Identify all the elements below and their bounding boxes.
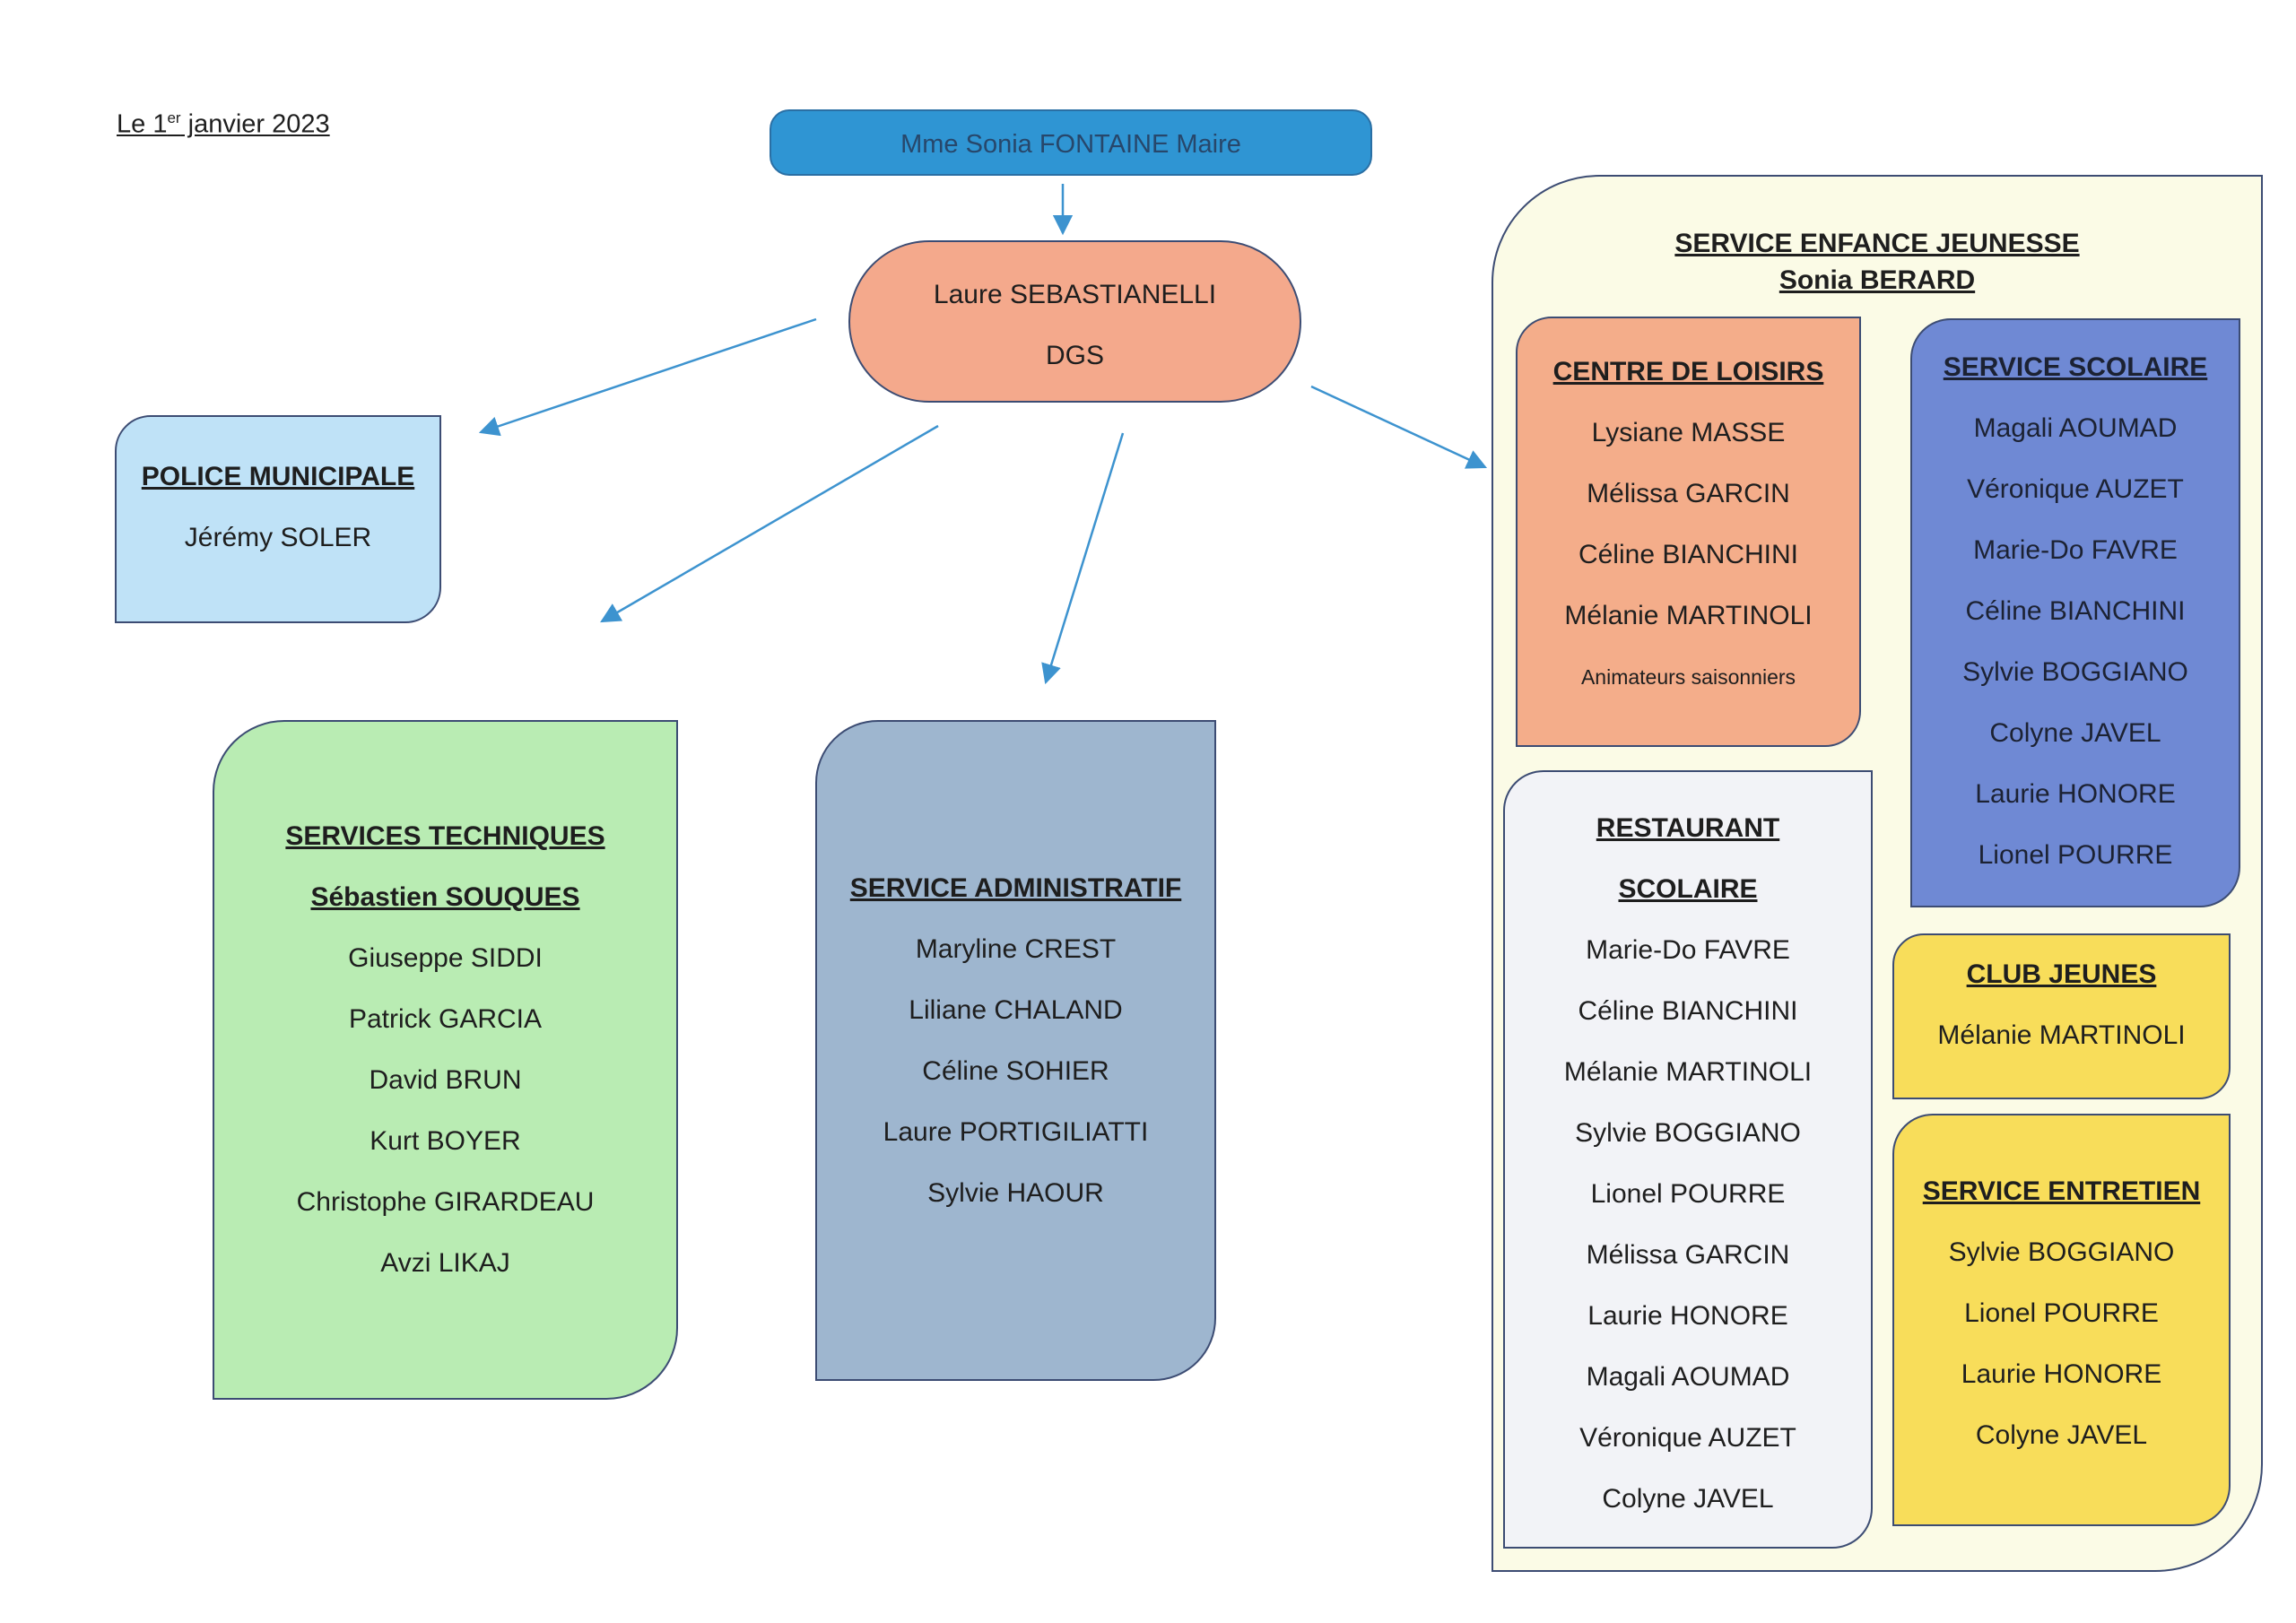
administratif-title: SERVICE ADMINISTRATIF xyxy=(849,873,1182,903)
club-jeunes-box: CLUB JEUNES Mélanie MARTINOLI xyxy=(1892,933,2231,1099)
police-municipale-box: POLICE MUNICIPALE Jérémy SOLER xyxy=(115,415,441,623)
technique-head: Sébastien SOUQUES xyxy=(310,882,580,912)
restaurant-member: Mélissa GARCIN xyxy=(1586,1240,1790,1270)
restaurant-member: Véronique AUZET xyxy=(1579,1423,1796,1453)
mayor-label: Mme Sonia FONTAINE Maire xyxy=(900,130,1241,159)
arrow-dgs-to-enfance xyxy=(1310,385,1488,469)
restaurant-scolaire-box: RESTAURANT SCOLAIRE Marie-Do FAVRE Célin… xyxy=(1503,770,1873,1549)
scolaire-member: Laurie HONORE xyxy=(1975,779,2176,809)
restaurant-member: Magali AOUMAD xyxy=(1586,1362,1790,1392)
arrow-dgs-to-administratif xyxy=(1041,432,1125,685)
scolaire-member: Lionel POURRE xyxy=(1978,840,2173,870)
date-suffix: janvier 2023 xyxy=(180,109,330,139)
scolaire-member: Céline BIANCHINI xyxy=(1965,596,2186,626)
enfance-head: Sonia BERARD xyxy=(1779,265,1976,295)
scolaire-member: Véronique AUZET xyxy=(1967,474,2184,504)
scolaire-title: SERVICE SCOLAIRE xyxy=(1943,352,2208,382)
service-entretien-box: SERVICE ENTRETIEN Sylvie BOGGIANO Lionel… xyxy=(1892,1114,2231,1526)
entretien-member: Lionel POURRE xyxy=(1964,1298,2159,1328)
technique-member: Avzi LIKAJ xyxy=(380,1248,510,1278)
dgs-role: DGS xyxy=(1045,341,1104,370)
dgs-box: Laure SEBASTIANELLI DGS xyxy=(848,240,1301,403)
scolaire-member: Colyne JAVEL xyxy=(1989,718,2161,748)
centre-de-loisirs-box: CENTRE DE LOISIRS Lysiane MASSE Mélissa … xyxy=(1516,317,1861,747)
restaurant-member: Céline BIANCHINI xyxy=(1578,996,1798,1026)
entretien-title: SERVICE ENTRETIEN xyxy=(1922,1176,2201,1206)
loisirs-member: Mélissa GARCIN xyxy=(1587,479,1790,508)
arrow-dgs-to-police xyxy=(478,317,817,437)
restaurant-member: Mélanie MARTINOLI xyxy=(1563,1057,1813,1087)
technique-member: Patrick GARCIA xyxy=(348,1004,543,1034)
restaurant-member: Marie-Do FAVRE xyxy=(1586,935,1790,965)
services-techniques-box: SERVICES TECHNIQUES Sébastien SOUQUES Gi… xyxy=(213,720,678,1400)
mayor-box: Mme Sonia FONTAINE Maire xyxy=(770,109,1372,176)
club-title: CLUB JEUNES xyxy=(1966,959,2157,989)
restaurant-member: Laurie HONORE xyxy=(1587,1301,1788,1331)
service-scolaire-box: SERVICE SCOLAIRE Magali AOUMAD Véronique… xyxy=(1910,318,2240,907)
date-prefix: Le 1 xyxy=(117,109,168,139)
police-title: POLICE MUNICIPALE xyxy=(141,462,415,491)
restaurant-member: Lionel POURRE xyxy=(1590,1179,1786,1209)
restaurant-member: Sylvie BOGGIANO xyxy=(1575,1118,1801,1148)
club-member: Mélanie MARTINOLI xyxy=(1937,1020,2186,1050)
entretien-member: Sylvie BOGGIANO xyxy=(1948,1237,2175,1267)
technique-member: Giuseppe SIDDI xyxy=(348,943,543,973)
technique-member: Christophe GIRARDEAU xyxy=(296,1187,595,1217)
scolaire-member: Marie-Do FAVRE xyxy=(1973,535,2178,565)
loisirs-member: Céline BIANCHINI xyxy=(1578,540,1799,569)
restaurant-member: Colyne JAVEL xyxy=(1602,1484,1774,1514)
administratif-member: Laure PORTIGILIATTI xyxy=(883,1117,1149,1147)
loisirs-note: Animateurs saisonniers xyxy=(1580,665,1796,689)
administratif-member: Liliane CHALAND xyxy=(909,995,1123,1025)
entretien-member: Laurie HONORE xyxy=(1961,1359,2162,1389)
technique-title: SERVICES TECHNIQUES xyxy=(285,821,605,851)
loisirs-member: Mélanie MARTINOLI xyxy=(1564,601,1813,630)
entretien-member: Colyne JAVEL xyxy=(1975,1420,2148,1450)
police-member: Jérémy SOLER xyxy=(184,523,372,552)
administratif-member: Sylvie HAOUR xyxy=(927,1178,1104,1208)
dgs-name: Laure SEBASTIANELLI xyxy=(933,280,1217,309)
scolaire-member: Sylvie BOGGIANO xyxy=(1962,657,2188,687)
enfance-title: SERVICE ENFANCE JEUNESSE xyxy=(1674,229,2080,258)
service-administratif-box: SERVICE ADMINISTRATIF Maryline CREST Lil… xyxy=(815,720,1216,1381)
administratif-member: Maryline CREST xyxy=(915,934,1117,964)
scolaire-member: Magali AOUMAD xyxy=(1973,413,2178,443)
document-date: Le 1er janvier 2023 xyxy=(117,109,330,140)
date-superscript: er xyxy=(167,109,181,126)
restaurant-title-line2: SCOLAIRE xyxy=(1618,874,1758,904)
technique-member: David BRUN xyxy=(369,1065,522,1095)
administratif-member: Céline SOHIER xyxy=(922,1056,1109,1086)
technique-member: Kurt BOYER xyxy=(370,1126,521,1156)
restaurant-title-line1: RESTAURANT xyxy=(1596,813,1780,843)
arrow-dgs-to-technique xyxy=(600,424,939,623)
loisirs-title: CENTRE DE LOISIRS xyxy=(1552,357,1824,386)
loisirs-member: Lysiane MASSE xyxy=(1591,418,1786,447)
